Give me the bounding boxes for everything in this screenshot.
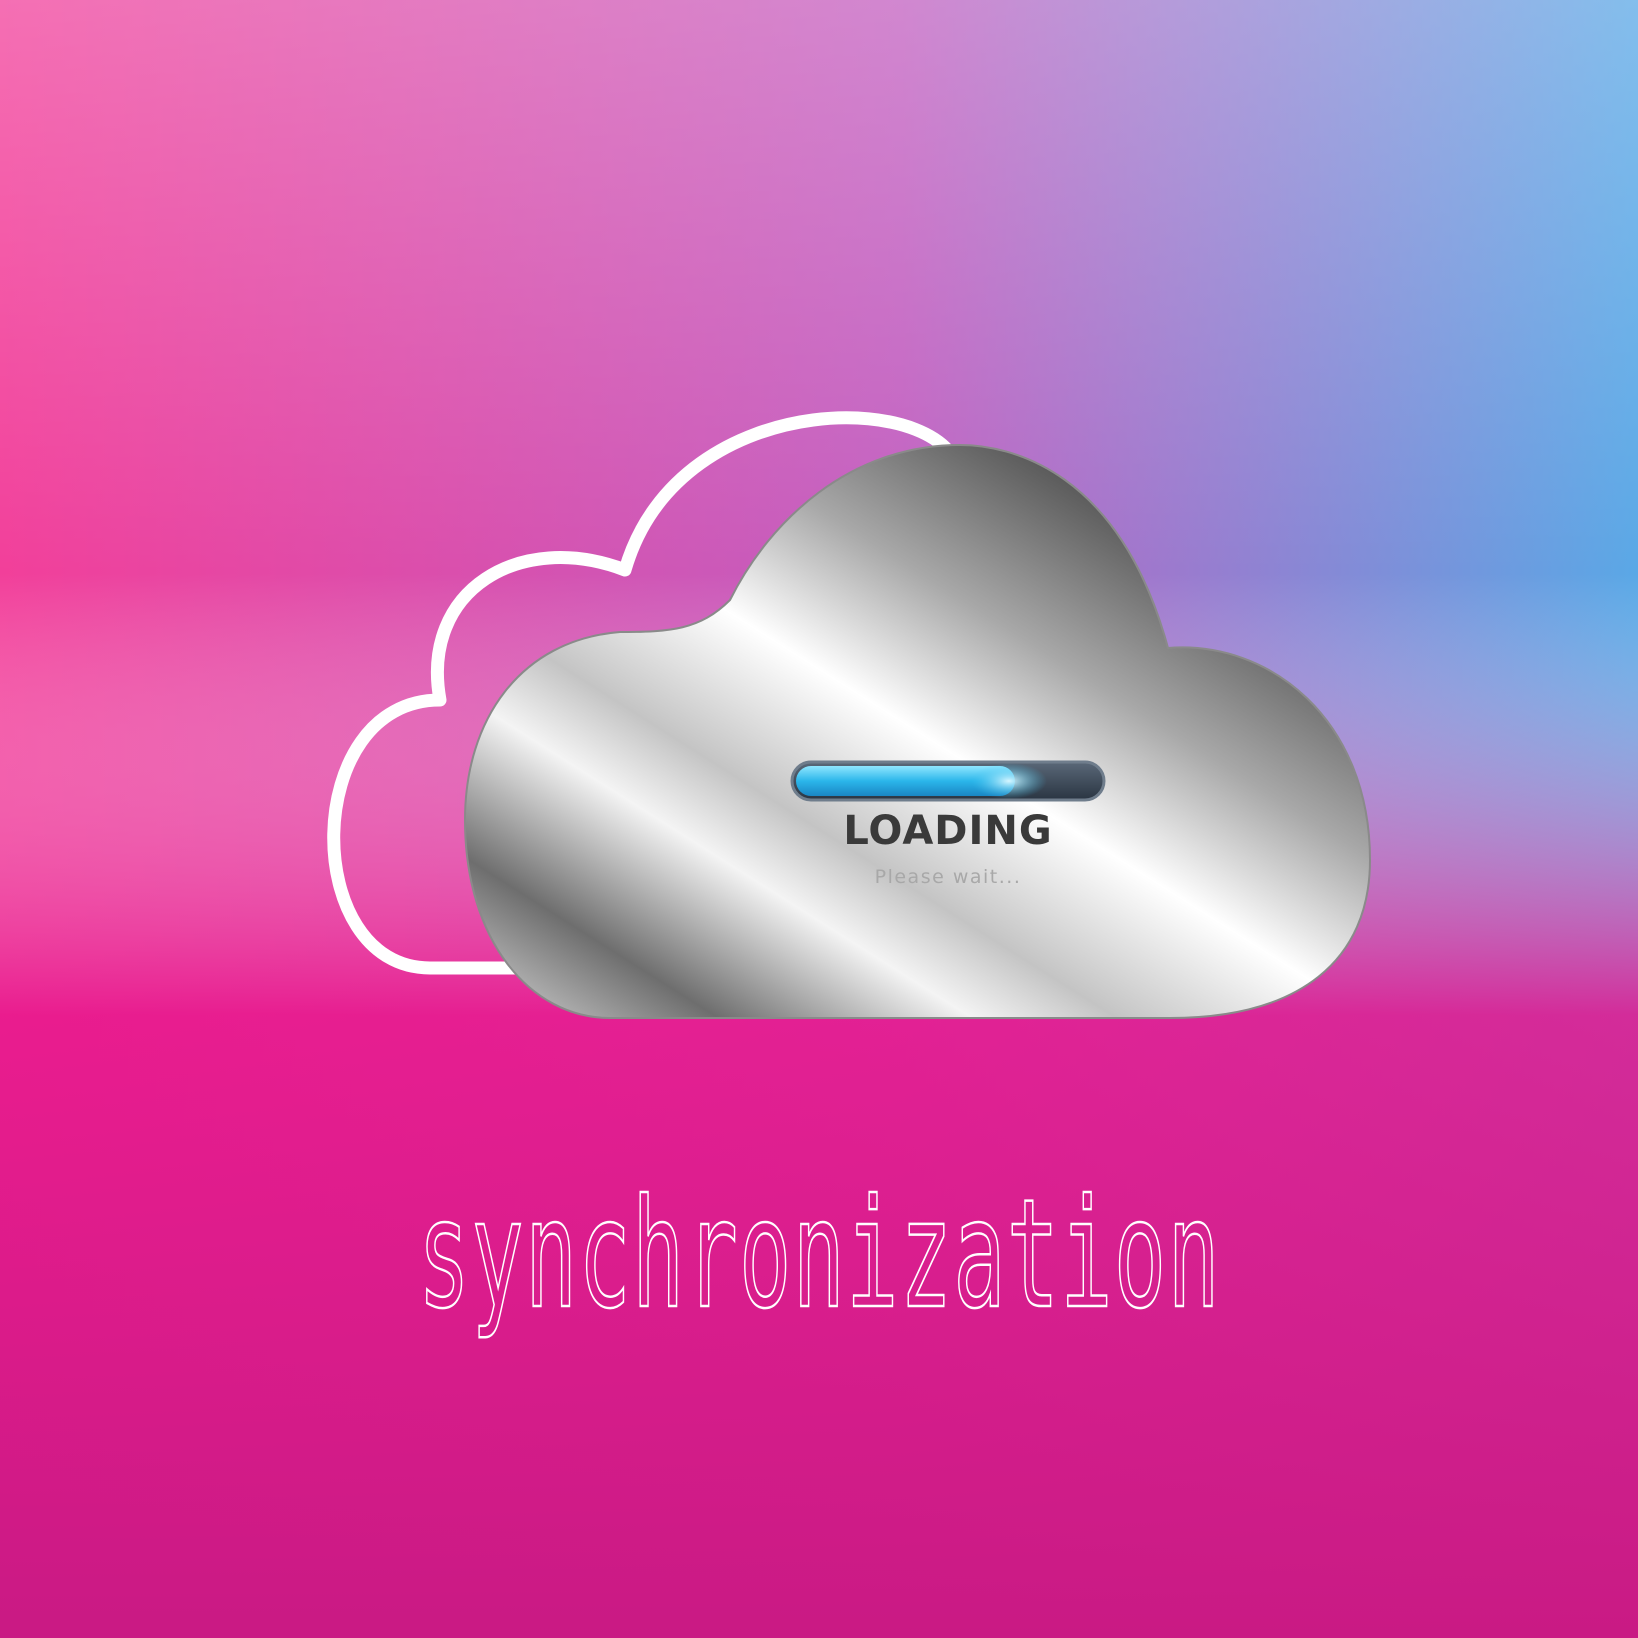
progress-bar [790, 760, 1106, 802]
caption-container: synchronization [0, 1168, 1638, 1342]
progress-glow [970, 763, 1047, 799]
cloud-icon [463, 443, 1372, 1019]
cloud-outline-icon [327, 411, 967, 975]
progress-fill [796, 766, 1015, 796]
caption-text: synchronization [417, 1168, 1221, 1342]
loading-subtitle: Please wait... [874, 866, 1022, 888]
loading-title: LOADING [843, 808, 1053, 854]
